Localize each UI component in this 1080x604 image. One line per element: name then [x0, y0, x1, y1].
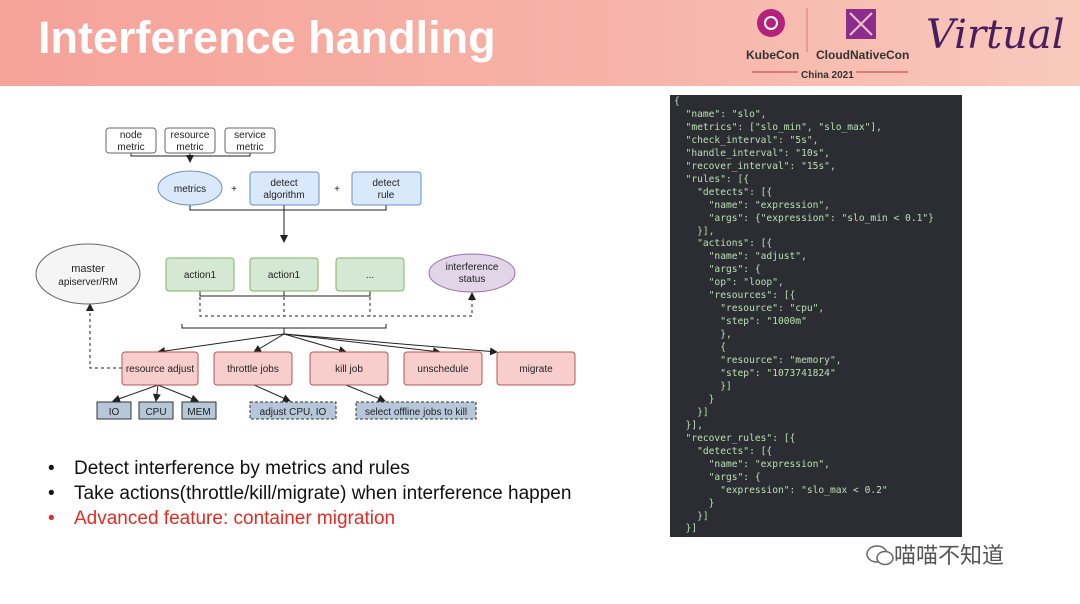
metrics-label: metrics: [174, 184, 206, 195]
metric-source-node-label: node: [120, 130, 143, 141]
wechat-icon: [866, 544, 894, 566]
kubecon-helm-wheel: [764, 16, 778, 30]
bullet-item: Take actions(throttle/kill/migrate) when…: [48, 481, 571, 506]
interference-diagram: node metric resource metric service metr…: [35, 127, 576, 420]
detect-rule-label-2: rule: [378, 190, 395, 201]
cloudnativecon-label: CloudNativeCon: [816, 48, 910, 62]
handler-kill-job: [309, 351, 389, 386]
detect-rule-node: [351, 171, 422, 206]
master-sublabel: apiserver/RM: [58, 277, 117, 288]
metric-source-node-label-2: metric: [117, 142, 144, 153]
metric-source-service-label: service: [234, 130, 266, 141]
adjust-note-label: adjust CPU, IO: [260, 407, 327, 418]
resource-mem-label: MEM: [187, 407, 210, 418]
handler-resource-adjust-label: resource adjust: [126, 364, 195, 375]
action-label-2: action1: [268, 270, 301, 281]
action-label-3: ...: [366, 270, 374, 281]
resource-mem: [181, 401, 217, 420]
config-code-block: { "name": "slo", "metrics": ["slo_min", …: [670, 95, 962, 537]
handler-migrate: [496, 351, 576, 386]
bullet-item-highlight: Advanced feature: container migration: [48, 506, 571, 531]
detect-rule-label: detect: [372, 178, 399, 189]
handler-throttle-jobs-label: throttle jobs: [227, 364, 279, 375]
action-label-1: action1: [184, 270, 217, 281]
logo-graphics: [752, 8, 908, 73]
resource-cpu-label: CPU: [145, 407, 166, 418]
handler-unschedule-label: unschedule: [417, 364, 469, 375]
resource-io: [96, 401, 132, 420]
watermark-text: 喵喵不知道: [894, 544, 1005, 569]
page-title: Interference handling: [38, 12, 496, 63]
connector-lines: [86, 153, 498, 403]
resource-cpu: [138, 401, 174, 420]
cloudnativecon-mark: [849, 12, 873, 36]
action-node-3: [335, 257, 405, 292]
metric-source-resource-label-2: metric: [176, 142, 203, 153]
plus-sign-1: +: [231, 184, 237, 195]
master-label: master: [71, 263, 105, 275]
handler-migrate-label: migrate: [519, 364, 553, 375]
handler-unschedule: [403, 351, 483, 386]
header-banner: Interference handling KubeCon CloudNativ…: [0, 0, 1080, 86]
detect-algorithm-label: detect: [270, 178, 297, 189]
bullet-list: Detect interference by metrics and rules…: [48, 456, 571, 531]
metric-source-resource: resource metric: [164, 127, 216, 154]
adjust-note: [249, 401, 337, 420]
metric-source-resource-label: resource: [171, 130, 210, 141]
handler-kill-job-label: kill job: [335, 364, 363, 375]
handler-throttle-jobs: [213, 351, 293, 386]
action-node-1: [165, 257, 235, 292]
virtual-wordmark: Virtual: [926, 12, 1065, 58]
interference-status-label-2: status: [459, 274, 486, 285]
conference-logo: KubeCon CloudNativeCon China 2021: [738, 6, 918, 86]
interference-status-label: interference: [446, 262, 499, 273]
kubecon-label: KubeCon: [746, 48, 800, 62]
resource-io-label: IO: [109, 407, 120, 418]
metric-source-service: service metric: [224, 127, 276, 154]
metrics-node: [157, 170, 223, 206]
location-label: China 2021: [801, 70, 854, 81]
metric-source-node: node metric: [105, 127, 157, 154]
plus-sign-2: +: [334, 184, 340, 195]
watermark: 喵喵不知道: [866, 538, 1004, 570]
bullet-item: Detect interference by metrics and rules: [48, 456, 571, 481]
metric-source-service-label-2: metric: [236, 142, 263, 153]
detect-algorithm-node: [249, 171, 320, 206]
kubecon-helm-icon: [757, 9, 785, 37]
kill-note: [355, 401, 477, 420]
kill-note-label: select offline jobs to kill: [365, 407, 467, 418]
handler-resource-adjust: [121, 351, 199, 386]
action-node-2: [249, 257, 319, 292]
interference-status-node: [428, 253, 516, 293]
detect-algorithm-label-2: algorithm: [263, 190, 304, 201]
master-node: [35, 243, 141, 305]
